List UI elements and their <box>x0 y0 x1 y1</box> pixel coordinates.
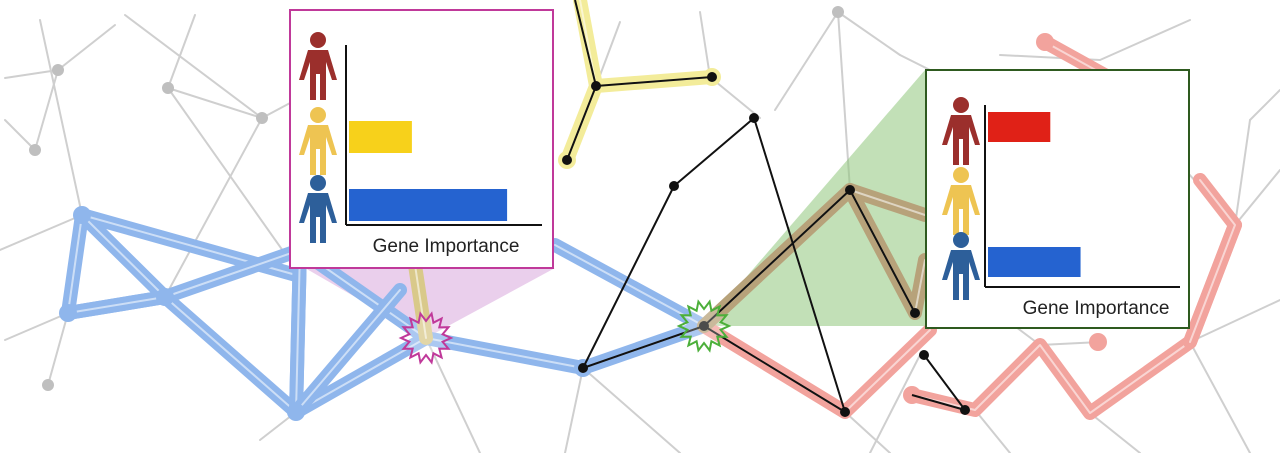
blue-node <box>73 206 91 224</box>
network-edge <box>425 337 481 453</box>
network-edge <box>1099 19 1191 61</box>
network-edge <box>974 409 1011 453</box>
black-node <box>845 185 855 195</box>
red-node <box>1089 333 1107 351</box>
importance-panel-green: Gene Importance <box>925 69 1190 329</box>
black-node <box>699 321 709 331</box>
network-node <box>52 64 64 76</box>
red-path-highlight <box>1189 179 1236 343</box>
network-edge <box>899 54 931 71</box>
network-edge <box>4 69 59 79</box>
black-node <box>707 72 717 82</box>
blue-path <box>61 243 307 419</box>
network-edge <box>34 69 59 151</box>
person-icon <box>310 175 326 191</box>
network-edge <box>57 24 116 71</box>
highlight-cones <box>305 70 925 338</box>
blue-node <box>156 288 174 306</box>
black-edge <box>574 0 597 87</box>
black-node <box>669 181 679 191</box>
network-node <box>42 379 54 391</box>
network-node <box>832 6 844 18</box>
person-icon <box>299 50 337 100</box>
black-node <box>840 407 850 417</box>
panel-label: Gene Importance <box>1023 298 1170 319</box>
black-network <box>562 0 970 417</box>
red-path <box>697 319 937 419</box>
importance-bar <box>988 247 1081 277</box>
network-node <box>29 144 41 156</box>
network-edge <box>1234 169 1280 226</box>
blue-path-highlight <box>295 289 401 413</box>
network-edge <box>837 11 901 56</box>
person-icon <box>299 193 337 243</box>
network-edge <box>709 76 761 119</box>
network-edge <box>47 312 69 386</box>
network-edge <box>39 19 83 216</box>
olive-path-highlight <box>414 264 427 339</box>
person-icon <box>942 185 980 235</box>
panel-label: Gene Importance <box>373 236 520 257</box>
black-node <box>562 155 572 165</box>
purple-cone <box>305 268 555 338</box>
person-icon <box>953 167 969 183</box>
importance-bar <box>988 112 1051 142</box>
network-edge <box>1189 341 1251 453</box>
starburst-markers <box>398 299 732 365</box>
black-node <box>910 308 920 318</box>
black-edge <box>582 117 846 413</box>
network-edge <box>4 119 36 151</box>
network-edge <box>774 11 839 111</box>
person-icon <box>310 32 326 48</box>
black-node <box>749 113 759 123</box>
network-edge <box>167 87 263 119</box>
blue-node <box>287 403 305 421</box>
network-edge <box>167 14 196 89</box>
black-node <box>578 363 588 373</box>
network-edge <box>564 367 584 453</box>
importance-bar <box>349 189 508 221</box>
green-starburst <box>676 299 732 353</box>
person-icon <box>299 125 337 175</box>
red-node <box>1036 33 1054 51</box>
network-node <box>162 82 174 94</box>
network-node <box>256 112 268 124</box>
importance-panels: Gene Importance Gene Importance <box>289 9 1190 329</box>
network-edge <box>4 312 69 341</box>
network-edge <box>699 11 711 78</box>
network-edge <box>124 14 263 119</box>
black-node <box>960 405 970 415</box>
importance-panel-magenta: Gene Importance <box>289 9 554 269</box>
person-icon <box>942 115 980 165</box>
black-node <box>591 81 601 91</box>
network-edge <box>164 117 263 298</box>
person-icon <box>942 250 980 300</box>
red-path <box>1183 173 1242 349</box>
network-edge <box>167 87 301 276</box>
network-edge <box>844 411 891 453</box>
person-icon <box>310 107 326 123</box>
network-edge <box>1234 119 1251 226</box>
olive-path-highlight <box>849 189 926 216</box>
black-node <box>919 350 929 360</box>
network-edge <box>1249 89 1280 121</box>
network-edge <box>0 214 83 251</box>
person-icon <box>953 232 969 248</box>
person-icon <box>953 97 969 113</box>
network-edge <box>869 354 921 453</box>
network-edge <box>582 367 681 453</box>
importance-bar <box>349 121 412 153</box>
magenta-starburst <box>398 311 454 365</box>
background-network <box>0 6 1280 453</box>
blue-node <box>59 304 77 322</box>
green-cone <box>704 70 925 326</box>
network-edge <box>1089 412 1141 453</box>
network-edge <box>1189 299 1280 343</box>
